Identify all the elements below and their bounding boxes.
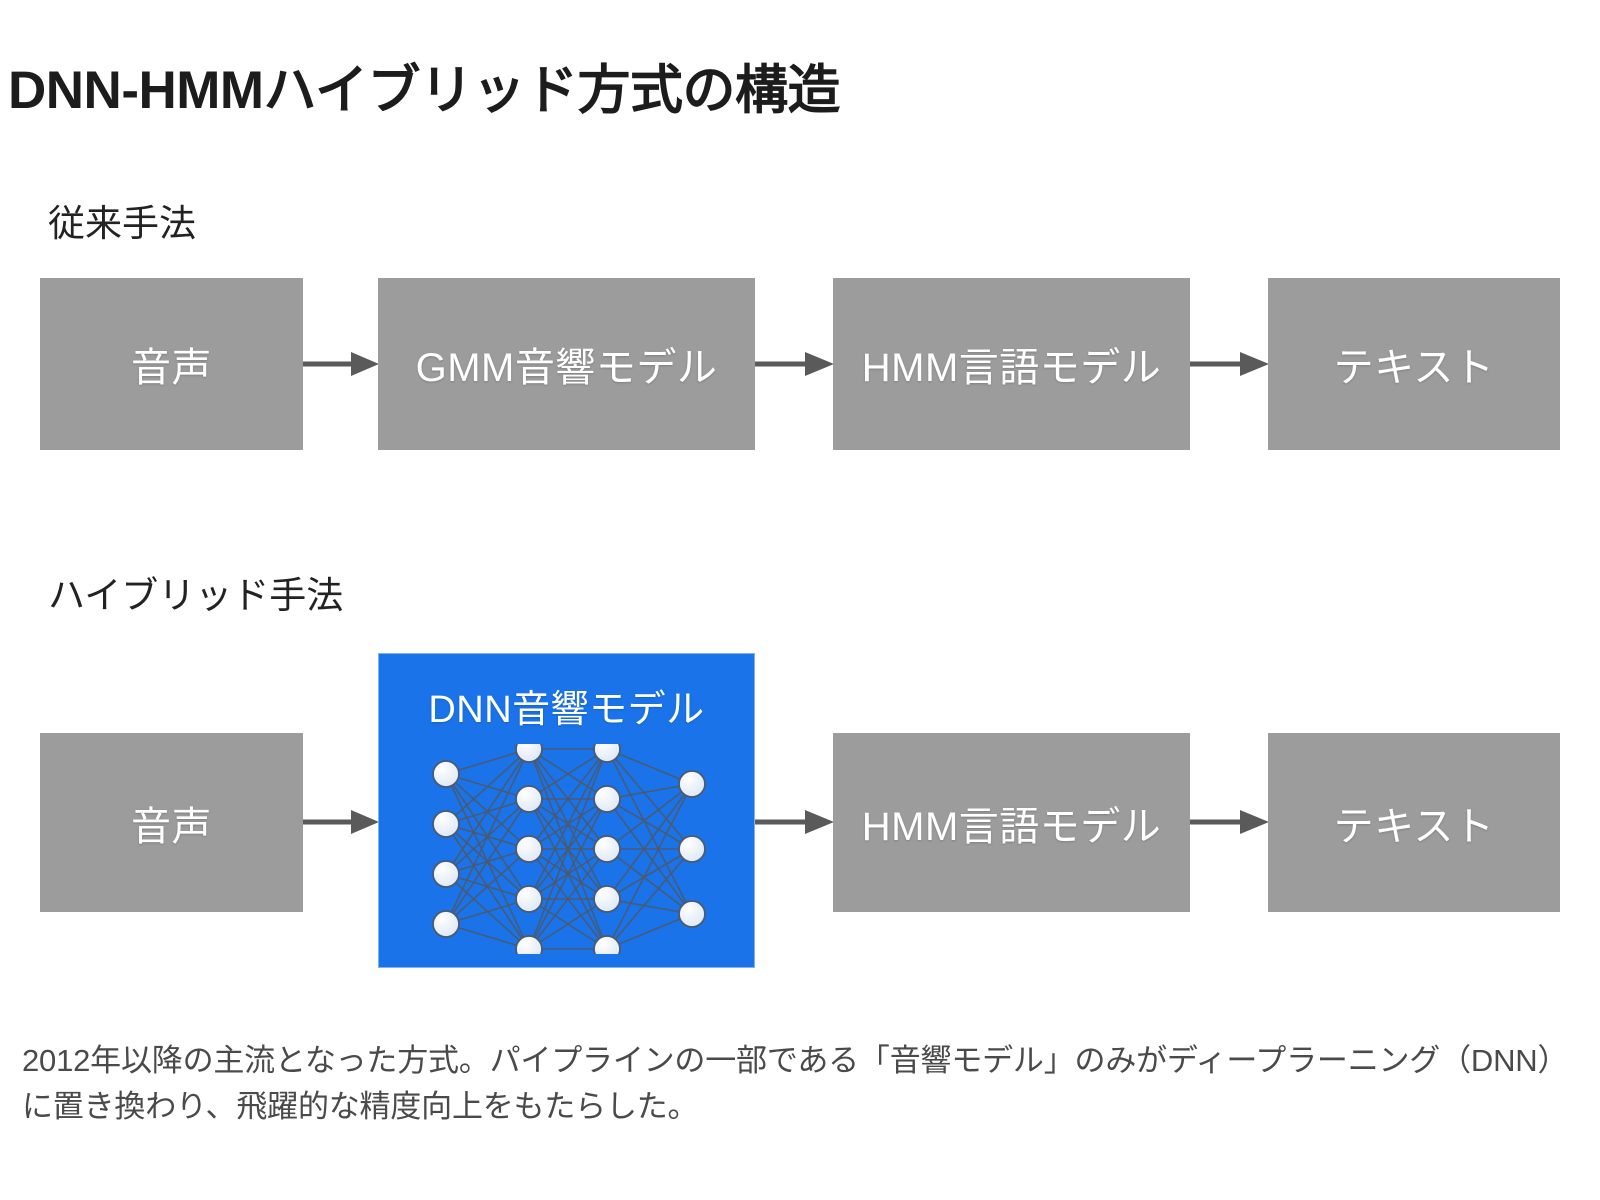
neural-network-diagram bbox=[429, 735, 709, 963]
arrow-dnn-to-hmm bbox=[755, 809, 834, 835]
dnn-box-label: DNN音響モデル bbox=[428, 689, 705, 731]
caption-text: 2012年以降の主流となった方式。パイプラインの一部である「音響モデル」のみがデ… bbox=[22, 1043, 1569, 1124]
flow-box-dnn-acoustic-model[interactable]: DNN音響モデル bbox=[378, 653, 755, 968]
section-label-conventional: 従来手法 bbox=[48, 203, 196, 244]
section-label-hybrid: ハイブリッド手法 bbox=[48, 575, 344, 616]
neural-network-svg bbox=[432, 735, 706, 963]
arrow-hmm-to-text-conventional bbox=[1190, 351, 1269, 377]
flow-box-gmm-acoustic-model[interactable]: GMM音響モデル bbox=[378, 278, 755, 450]
page-title: DNN-HMMハイブリッド方式の構造 bbox=[8, 61, 841, 120]
flow-box-text-conventional[interactable]: テキスト bbox=[1268, 278, 1560, 450]
arrow-gmm-to-hmm bbox=[755, 351, 834, 377]
flow-box-hmm-language-model-conventional[interactable]: HMM言語モデル bbox=[833, 278, 1190, 450]
flow-box-hmm-language-model-hybrid[interactable]: HMM言語モデル bbox=[833, 733, 1190, 912]
arrow-audio-to-gmm bbox=[303, 351, 379, 377]
arrow-audio-to-dnn bbox=[303, 809, 379, 835]
flow-box-audio-conventional[interactable]: 音声 bbox=[40, 278, 303, 450]
flow-box-audio-hybrid[interactable]: 音声 bbox=[40, 733, 303, 912]
arrow-hmm-to-text-hybrid bbox=[1190, 809, 1269, 835]
flow-box-text-hybrid[interactable]: テキスト bbox=[1268, 733, 1560, 912]
